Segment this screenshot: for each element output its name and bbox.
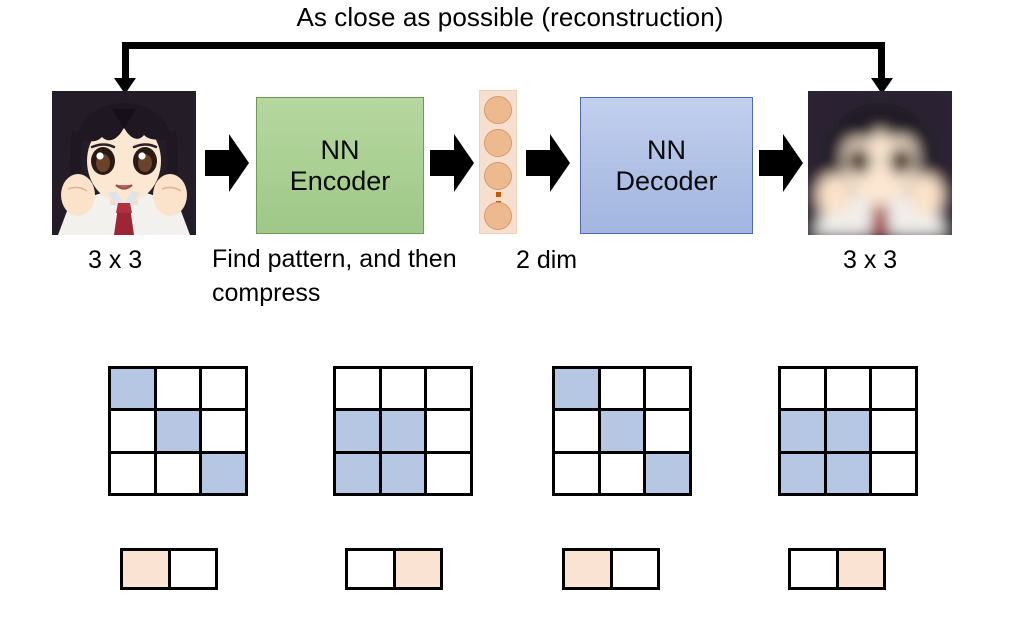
grid-cell	[826, 453, 870, 493]
grid-cell	[600, 369, 644, 409]
latent-node	[484, 96, 512, 124]
arrow-latent-to-decoder-icon	[524, 132, 572, 194]
grid-cell	[781, 369, 824, 409]
code-cell	[565, 551, 610, 587]
encoder-line-2: Encoder	[289, 165, 391, 196]
code-cell	[395, 551, 440, 587]
grid-cell	[646, 453, 689, 493]
pattern-grid-2	[333, 366, 473, 496]
pattern-grid-3	[552, 366, 692, 496]
code-cell	[123, 551, 168, 587]
grid-cell	[111, 411, 154, 451]
grid-cell	[202, 369, 245, 409]
output-image	[808, 91, 952, 235]
input-image	[52, 91, 196, 235]
grid-cell	[381, 453, 425, 493]
grid-cell	[156, 369, 200, 409]
decoder-line-2: Decoder	[615, 165, 718, 196]
grid-cell	[381, 411, 425, 451]
code-cell	[612, 551, 657, 587]
grid-cell	[826, 411, 870, 451]
page-title: As close as possible (reconstruction)	[296, 2, 724, 32]
grid-cell	[646, 369, 689, 409]
grid-cell	[111, 453, 154, 493]
grid-cell	[427, 369, 470, 409]
grid-cell	[381, 369, 425, 409]
grid-cell	[336, 369, 379, 409]
pattern-grid-1	[108, 366, 248, 496]
grid-cell	[336, 453, 379, 493]
latent-node	[484, 162, 512, 190]
grid-cell	[427, 411, 470, 451]
grid-cell	[156, 411, 200, 451]
nn-encoder-box: NN Encoder	[256, 97, 424, 234]
grid-cell	[111, 369, 154, 409]
code-cell	[348, 551, 393, 587]
grid-cell	[872, 411, 915, 451]
latent-code-vector	[479, 90, 517, 234]
code-4	[788, 548, 886, 590]
grid-cell	[555, 453, 598, 493]
grid-cell	[600, 453, 644, 493]
latent-node	[484, 129, 512, 157]
grid-cell	[202, 453, 245, 493]
grid-cell	[555, 411, 598, 451]
output-size-label: 3 x 3	[843, 246, 898, 274]
decoder-line-1: NN	[647, 135, 686, 166]
grid-cell	[600, 411, 644, 451]
grid-cell	[781, 411, 824, 451]
arrow-encoder-to-latent-icon	[428, 132, 476, 194]
arrow-input-to-encoder-icon	[203, 132, 251, 194]
nn-decoder-box: NN Decoder	[580, 97, 753, 234]
latent-node	[484, 202, 512, 230]
arrow-decoder-to-output-icon	[757, 132, 805, 194]
code-cell	[170, 551, 215, 587]
grid-cell	[872, 453, 915, 493]
code-1	[120, 548, 218, 590]
encoder-line-1: NN	[320, 135, 360, 166]
code-3	[562, 548, 660, 590]
pattern-grid-4	[778, 366, 918, 496]
grid-cell	[336, 411, 379, 451]
encoder-note-label: Find pattern, and then compress	[212, 245, 457, 307]
grid-cell	[202, 411, 245, 451]
grid-cell	[826, 369, 870, 409]
code-cell	[838, 551, 883, 587]
code-2	[345, 548, 443, 590]
code-cell	[791, 551, 836, 587]
input-size-label: 3 x 3	[88, 246, 143, 274]
grid-cell	[872, 369, 915, 409]
grid-cell	[427, 453, 470, 493]
reconstruction-connector	[0, 34, 1020, 96]
grid-cell	[555, 369, 598, 409]
latent-dim-label: 2 dim	[516, 246, 578, 274]
grid-cell	[781, 453, 824, 493]
grid-cell	[156, 453, 200, 493]
grid-cell	[646, 411, 689, 451]
